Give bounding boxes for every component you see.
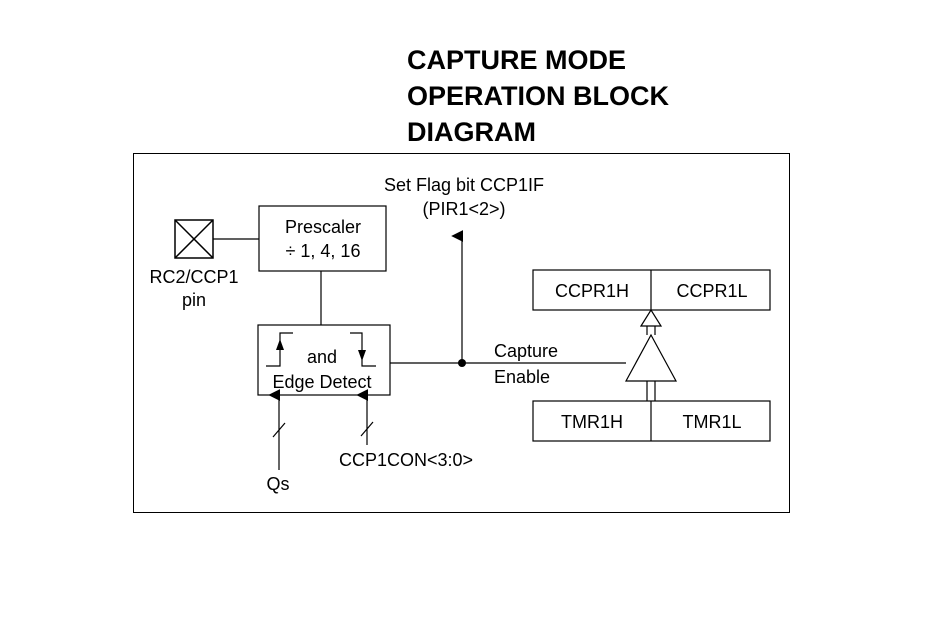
tmr1l-label: TMR1L [682,412,741,432]
prescaler-title: Prescaler [285,217,361,237]
title-line-1: CAPTURE MODE [407,45,627,75]
prescaler-values: ÷ 1, 4, 16 [286,241,361,261]
ccpr1l-label: CCPR1L [676,281,747,301]
pin-name-label: RC2/CCP1 [149,267,238,287]
tmr1h-label: TMR1H [561,412,623,432]
edge-detect-label: Edge Detect [272,372,371,392]
edge-and-label: and [307,347,337,367]
edge-detect-block [257,324,391,396]
capture-label: Capture [494,341,558,361]
diagram-title: CAPTURE MODE OPERATION BLOCK DIAGRAM [407,42,669,150]
qs-label: Qs [266,474,289,494]
falling-edge-icon [350,332,376,367]
ccp1con-input-line [356,389,374,445]
prescaler-block [258,205,387,272]
qs-input-line [268,389,286,470]
pin-word-label: pin [182,290,206,310]
pin-symbol [174,219,214,259]
ccp1con-label: CCP1CON<3:0> [339,450,473,470]
title-line-3: DIAGRAM [407,117,536,147]
title-line-2: OPERATION BLOCK [407,81,669,111]
ccpr1h-label: CCPR1H [555,281,629,301]
diagram-frame [133,153,790,513]
set-flag-label: Set Flag bit CCP1IF [384,175,544,195]
enable-label: Enable [494,367,550,387]
rising-edge-icon [266,332,293,367]
capture-buffer-gate [624,308,678,401]
pir1-label: (PIR1<2>) [422,199,505,219]
